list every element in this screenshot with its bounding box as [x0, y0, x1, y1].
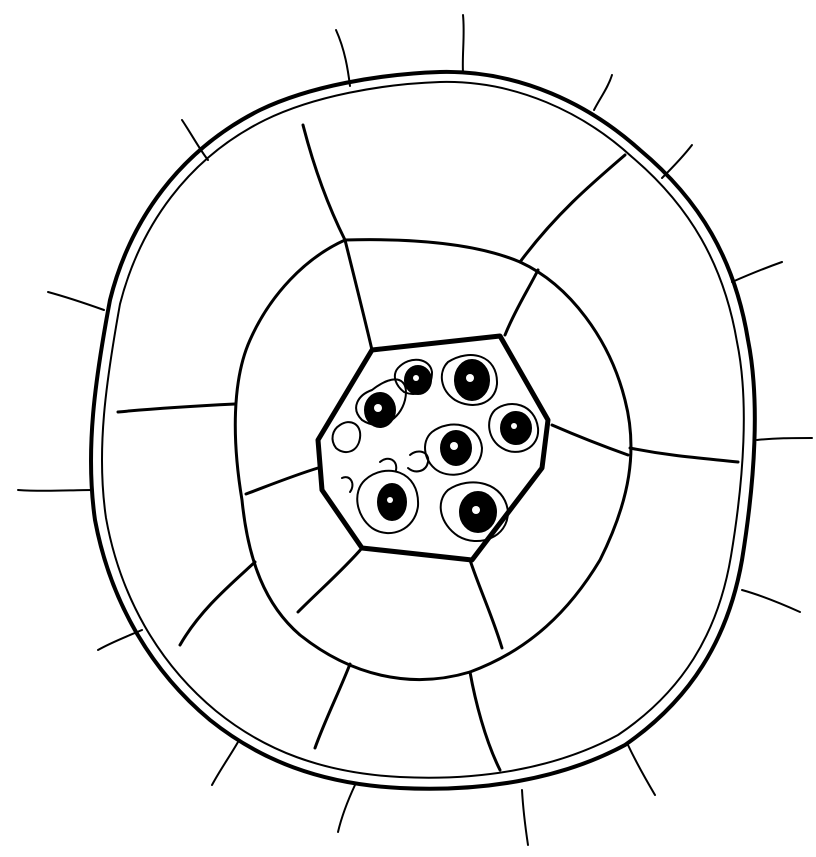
root-hair [212, 742, 238, 785]
stele-cell-outline [408, 451, 428, 471]
root-hair [742, 590, 800, 612]
outer-wall-inner-line [102, 82, 744, 778]
nucleus-spot [374, 404, 382, 412]
stele-cell-outline [380, 459, 396, 470]
central-stele-wall [318, 336, 548, 560]
nucleus-spot [511, 423, 517, 429]
root-hair [757, 438, 812, 440]
stele-cell-outline [342, 477, 352, 492]
root-hair [662, 145, 692, 178]
cell-wall [552, 425, 628, 455]
middle-ring [235, 240, 631, 680]
outer-cell-walls [118, 125, 738, 770]
stele-cells [333, 355, 539, 541]
cell-wall [298, 548, 362, 612]
root-hair [98, 630, 142, 650]
nucleus-spot [387, 497, 393, 503]
nucleus-spot [466, 374, 474, 382]
root-hair [463, 15, 464, 72]
root-hair [522, 790, 528, 845]
root-hair [628, 745, 655, 795]
root-hair [338, 785, 355, 832]
cell-wall [315, 664, 350, 748]
nucleus-spot [413, 375, 419, 381]
cell-wall [470, 672, 500, 770]
cell-wall [246, 468, 318, 494]
root-hair [336, 30, 350, 86]
root-hair [48, 292, 104, 310]
stele-cell-outline [333, 422, 361, 452]
root-hair [732, 262, 782, 282]
cell-wall [180, 562, 255, 645]
nucleus-spot [450, 442, 458, 450]
nucleus-spot [472, 506, 480, 514]
root-hair [594, 75, 612, 110]
cell-wall [303, 125, 345, 240]
root-hair [18, 490, 92, 491]
cell-wall [520, 155, 625, 262]
cell-wall [470, 560, 502, 648]
cell-wall [118, 404, 235, 412]
cell-wall [630, 448, 738, 462]
cell-wall [505, 270, 538, 335]
cell-wall [345, 240, 372, 350]
root-hairs [18, 15, 812, 845]
